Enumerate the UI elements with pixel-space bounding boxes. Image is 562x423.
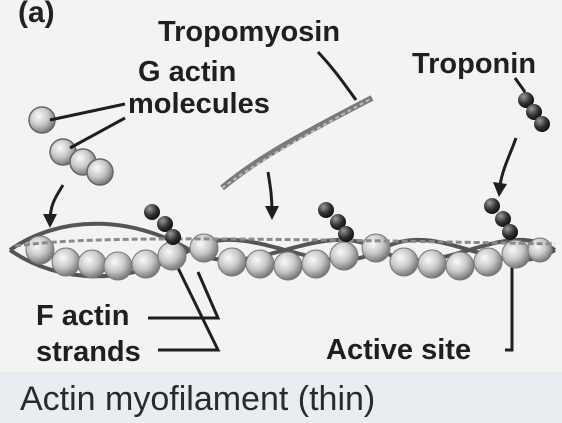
- troponin-free: [518, 92, 550, 132]
- f-actin-filament: [10, 224, 555, 280]
- active-site-label: Active site: [326, 336, 471, 365]
- active-site-leader: [505, 258, 512, 350]
- g-actin-label-line1: G actin: [138, 58, 236, 87]
- arrow-heads: [43, 182, 507, 228]
- tropomyosin-bound: [15, 239, 555, 246]
- tropomyosin-leader: [318, 52, 356, 100]
- troponin-label: Troponin: [412, 50, 536, 79]
- f-actin-label-line2: strands: [36, 338, 141, 367]
- figure-caption: Actin myofilament (thin): [20, 382, 375, 416]
- troponin-leader: [515, 78, 525, 92]
- g-actin-label-line2: molecules: [128, 90, 270, 119]
- g-actin-bead: [87, 159, 113, 185]
- arrow-head-icon: [493, 182, 507, 197]
- f-actin-leader: [158, 268, 218, 350]
- arrow-head-icon: [43, 214, 57, 228]
- arrow-head-icon: [265, 206, 279, 220]
- f-actin-label-line1: F actin: [36, 302, 129, 331]
- arrows: [50, 138, 516, 222]
- panel-label: (a): [18, 0, 55, 29]
- g-actin-leader: [70, 118, 125, 148]
- g-actin-leader: [50, 104, 125, 120]
- arrow-icon: [500, 138, 516, 186]
- tropomyosin-label: Tropomyosin: [158, 18, 340, 47]
